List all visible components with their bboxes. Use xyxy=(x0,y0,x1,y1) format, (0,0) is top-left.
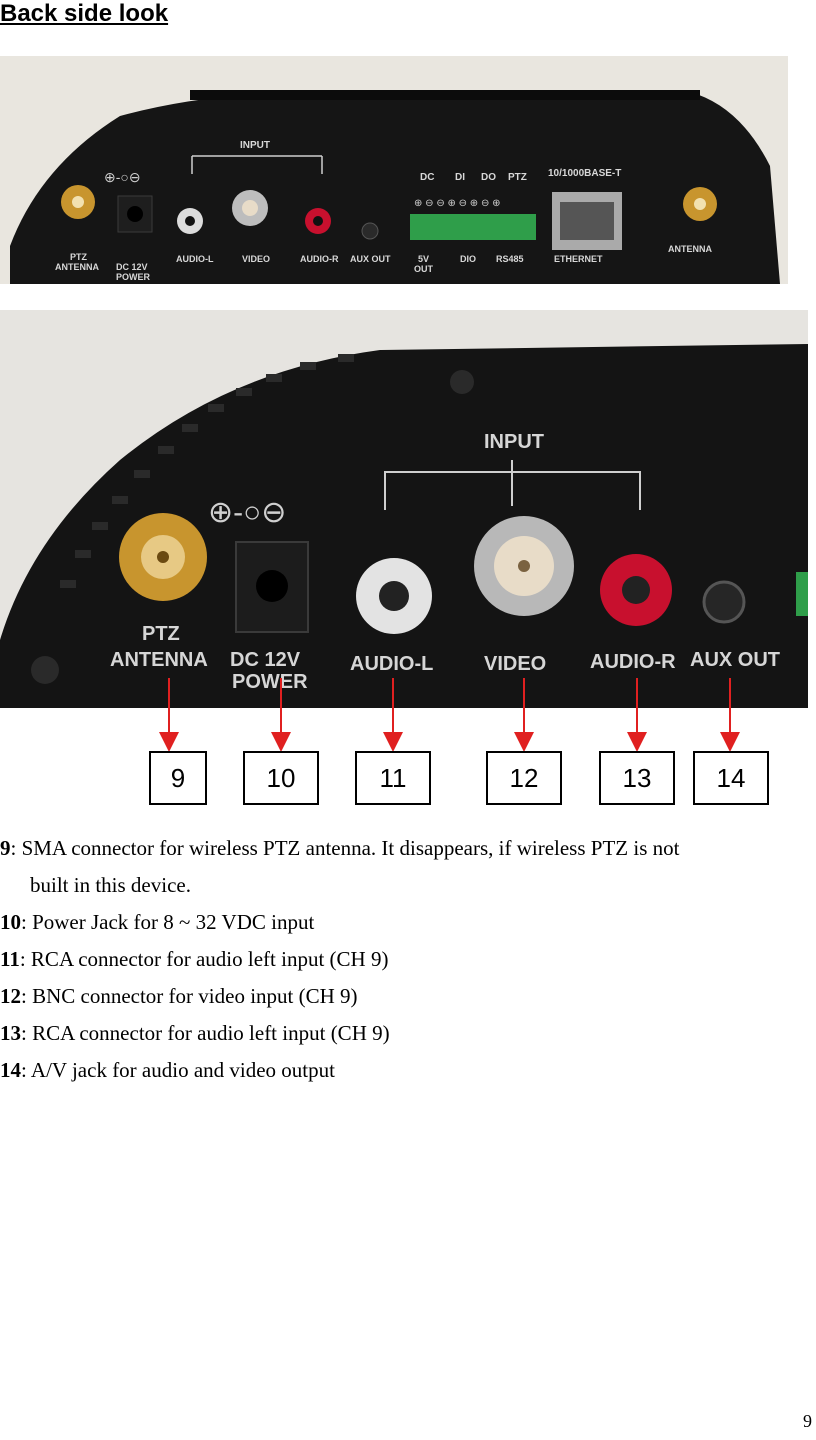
small-label-audio-l: AUDIO-L xyxy=(176,254,214,264)
description-item-10: 10: Power Jack for 8 ~ 32 VDC input xyxy=(0,904,816,941)
small-label-dc12v-1: DC 12V xyxy=(116,262,148,272)
callout-9: 9 xyxy=(149,751,207,805)
small-label-dc12v-2: POWER xyxy=(116,272,151,282)
callout-13: 13 xyxy=(599,751,675,805)
polarity-symbol: ⊕-○⊖ xyxy=(208,496,286,529)
large-label-video: VIDEO xyxy=(484,653,546,675)
small-label-dc: DC xyxy=(420,172,434,183)
description-item-12: 12: BNC connector for video input (CH 9) xyxy=(0,978,816,1015)
page-number: 9 xyxy=(803,1411,812,1431)
large-label-audio-r: AUDIO-R xyxy=(590,651,676,673)
screw-top xyxy=(450,370,474,394)
small-label-ptz-antenna-1: PTZ xyxy=(70,252,88,262)
small-label-dio: DIO xyxy=(460,254,476,264)
back-panel-closeup-photo: INPUT ⊕-○⊖ PTZ ANTENNA DC 12V POWER AUDI… xyxy=(0,310,808,708)
svg-text:⊕-○⊖: ⊕-○⊖ xyxy=(104,169,141,185)
description-text: : A/V jack for audio and video output xyxy=(21,1058,335,1082)
description-number: 13 xyxy=(0,1021,21,1045)
small-label-input: INPUT xyxy=(240,140,270,151)
panel-top-edge xyxy=(190,90,700,100)
large-label-input: INPUT xyxy=(484,431,544,453)
description-number: 9 xyxy=(0,836,11,860)
description-item-9: 9: SMA connector for wireless PTZ antenn… xyxy=(0,830,816,904)
description-number: 12 xyxy=(0,984,21,1008)
small-label-ptz-antenna-2: ANTENNA xyxy=(55,262,99,272)
heat-fins xyxy=(60,354,354,588)
large-label-audio-l: AUDIO-L xyxy=(350,653,433,675)
screw-left xyxy=(31,656,59,684)
small-label-rs485: RS485 xyxy=(496,254,524,264)
small-label-video: VIDEO xyxy=(242,254,270,264)
back-panel-overview-photo: INPUT ⊕-○⊖ DC DI DO PTZ ⊕ ⊖ ⊖ ⊕ ⊖ ⊕ ⊖ ⊕ … xyxy=(0,56,788,284)
description-text: : SMA connector for wireless PTZ antenna… xyxy=(10,836,680,860)
small-label-do: DO xyxy=(481,172,496,183)
callout-14: 14 xyxy=(693,751,769,805)
small-aux-out-jack xyxy=(361,222,379,240)
small-terminal-block xyxy=(410,214,536,240)
small-label-antenna: ANTENNA xyxy=(668,244,712,254)
large-aux-out-jack xyxy=(702,580,746,624)
description-item-11: 11: RCA connector for audio left input (… xyxy=(0,941,816,978)
description-item-13: 13: RCA connector for audio left input (… xyxy=(0,1015,816,1052)
panel-body xyxy=(0,344,808,708)
description-text: : Power Jack for 8 ~ 32 VDC input xyxy=(21,910,315,934)
large-label-ptz-2: ANTENNA xyxy=(110,649,208,671)
description-list: 9: SMA connector for wireless PTZ antenn… xyxy=(0,830,816,1089)
description-number: 11 xyxy=(0,947,20,971)
description-text: : RCA connector for audio left input (CH… xyxy=(19,947,389,971)
small-label-ptz: PTZ xyxy=(508,172,527,183)
small-label-5v-2: OUT xyxy=(414,264,434,274)
callout-arrows xyxy=(159,678,740,752)
small-label-aux-out: AUX OUT xyxy=(350,254,391,264)
large-label-ptz-1: PTZ xyxy=(142,623,180,645)
svg-text:⊕ ⊖ ⊖ ⊕ ⊖ ⊕ ⊖ ⊕: ⊕ ⊖ ⊖ ⊕ ⊖ ⊕ ⊖ ⊕ xyxy=(414,198,500,209)
small-label-audio-r: AUDIO-R xyxy=(300,254,339,264)
description-text: : BNC connector for video input (CH 9) xyxy=(21,984,358,1008)
description-continuation: built in this device. xyxy=(30,873,191,897)
callout-12: 12 xyxy=(486,751,562,805)
description-number: 14 xyxy=(0,1058,21,1082)
panel-body xyxy=(10,92,780,284)
small-label-5v-1: 5V xyxy=(418,254,429,264)
small-label-ethernet: ETHERNET xyxy=(554,254,603,264)
page-title: Back side look xyxy=(0,0,169,27)
large-label-dc-1: DC 12V xyxy=(230,649,301,671)
callout-10: 10 xyxy=(243,751,319,805)
large-terminal-block-edge xyxy=(796,572,808,616)
large-label-aux-out: AUX OUT xyxy=(690,649,780,671)
description-item-14: 14: A/V jack for audio and video output xyxy=(0,1052,816,1089)
callout-11: 11 xyxy=(355,751,431,805)
large-label-dc-2: POWER xyxy=(232,671,308,693)
small-label-di: DI xyxy=(455,172,465,183)
description-number: 10 xyxy=(0,910,21,934)
small-label-eth-speed: 10/1000BASE-T xyxy=(548,168,621,179)
description-text: : RCA connector for audio left input (CH… xyxy=(21,1021,390,1045)
